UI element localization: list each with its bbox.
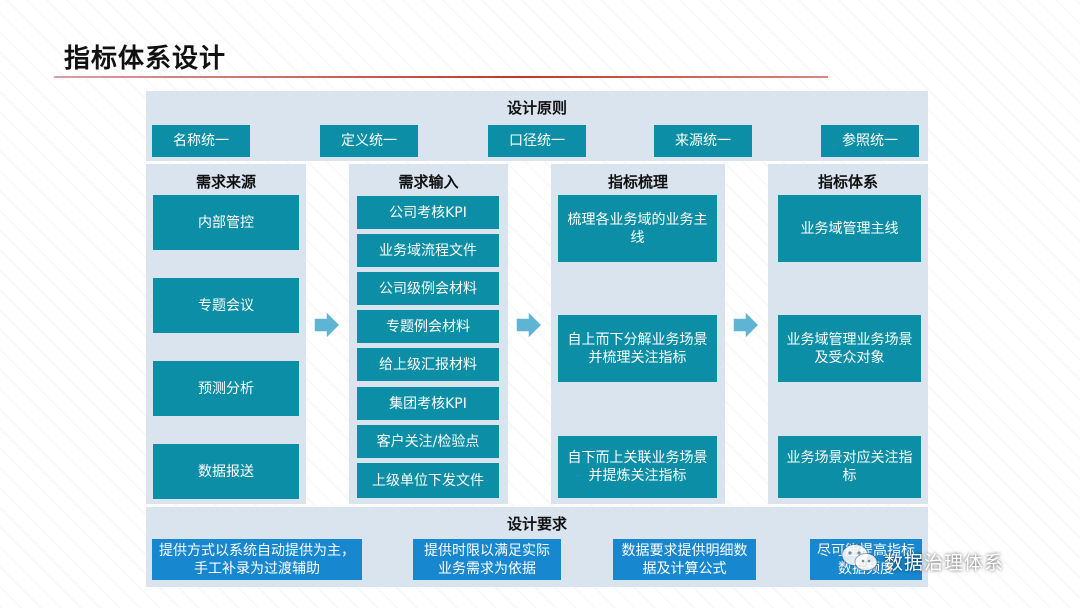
source-header: 需求来源: [195, 173, 256, 191]
input-item: 集团考核KPI: [357, 387, 499, 420]
principle-reference: 参照统一: [821, 125, 919, 157]
principle-definition: 定义统一: [320, 125, 418, 157]
sort-item: 自下而上关联业务场景并提炼关注指标: [558, 436, 717, 498]
system-item: 业务域管理主线: [778, 195, 921, 262]
watermark-text: 数据治理体系: [884, 552, 1005, 574]
requirement-item: 提供时限以满足实际业务需求为依据: [413, 539, 561, 580]
page-title: 指标体系设计: [64, 44, 227, 74]
principle-caliber: 口径统一: [488, 125, 586, 157]
source-item: 预测分析: [153, 361, 299, 416]
principle-name: 名称统一: [152, 125, 250, 157]
input-item: 上级单位下发文件: [357, 463, 499, 498]
input-item: 给上级汇报材料: [357, 348, 499, 381]
principles-header: 设计原则: [506, 99, 567, 117]
requirement-item: 数据要求提供明细数据及计算公式: [613, 539, 756, 580]
principle-source: 来源统一: [654, 125, 752, 157]
title-underline: [54, 76, 828, 78]
wechat-icon: [841, 544, 878, 571]
input-item: 公司考核KPI: [357, 196, 499, 229]
system-item: 业务域管理业务场景及受众对象: [778, 315, 921, 382]
source-item: 数据报送: [153, 444, 299, 499]
sort-item: 梳理各业务域的业务主线: [558, 195, 717, 262]
flow-arrow-icon: [313, 309, 341, 341]
input-header: 需求输入: [398, 173, 459, 191]
flow-arrow-icon: [515, 309, 543, 341]
requirement-item: 提供方式以系统自动提供为主，手工补录为过渡辅助: [152, 539, 362, 580]
flow-arrow-icon: [732, 309, 760, 341]
input-item: 客户关注/检验点: [357, 425, 499, 458]
system-item: 业务场景对应关注指标: [778, 436, 921, 498]
requirements-header: 设计要求: [506, 515, 567, 533]
input-item: 业务域流程文件: [357, 234, 499, 267]
input-item: 专题例会材料: [357, 310, 499, 343]
system-header: 指标体系: [817, 173, 878, 191]
source-item: 专题会议: [153, 278, 299, 333]
sort-header: 指标梳理: [607, 173, 668, 191]
sort-item: 自上而下分解业务场景并梳理关注指标: [558, 315, 717, 382]
input-item: 公司级例会材料: [357, 272, 499, 305]
source-item: 内部管控: [153, 195, 299, 250]
